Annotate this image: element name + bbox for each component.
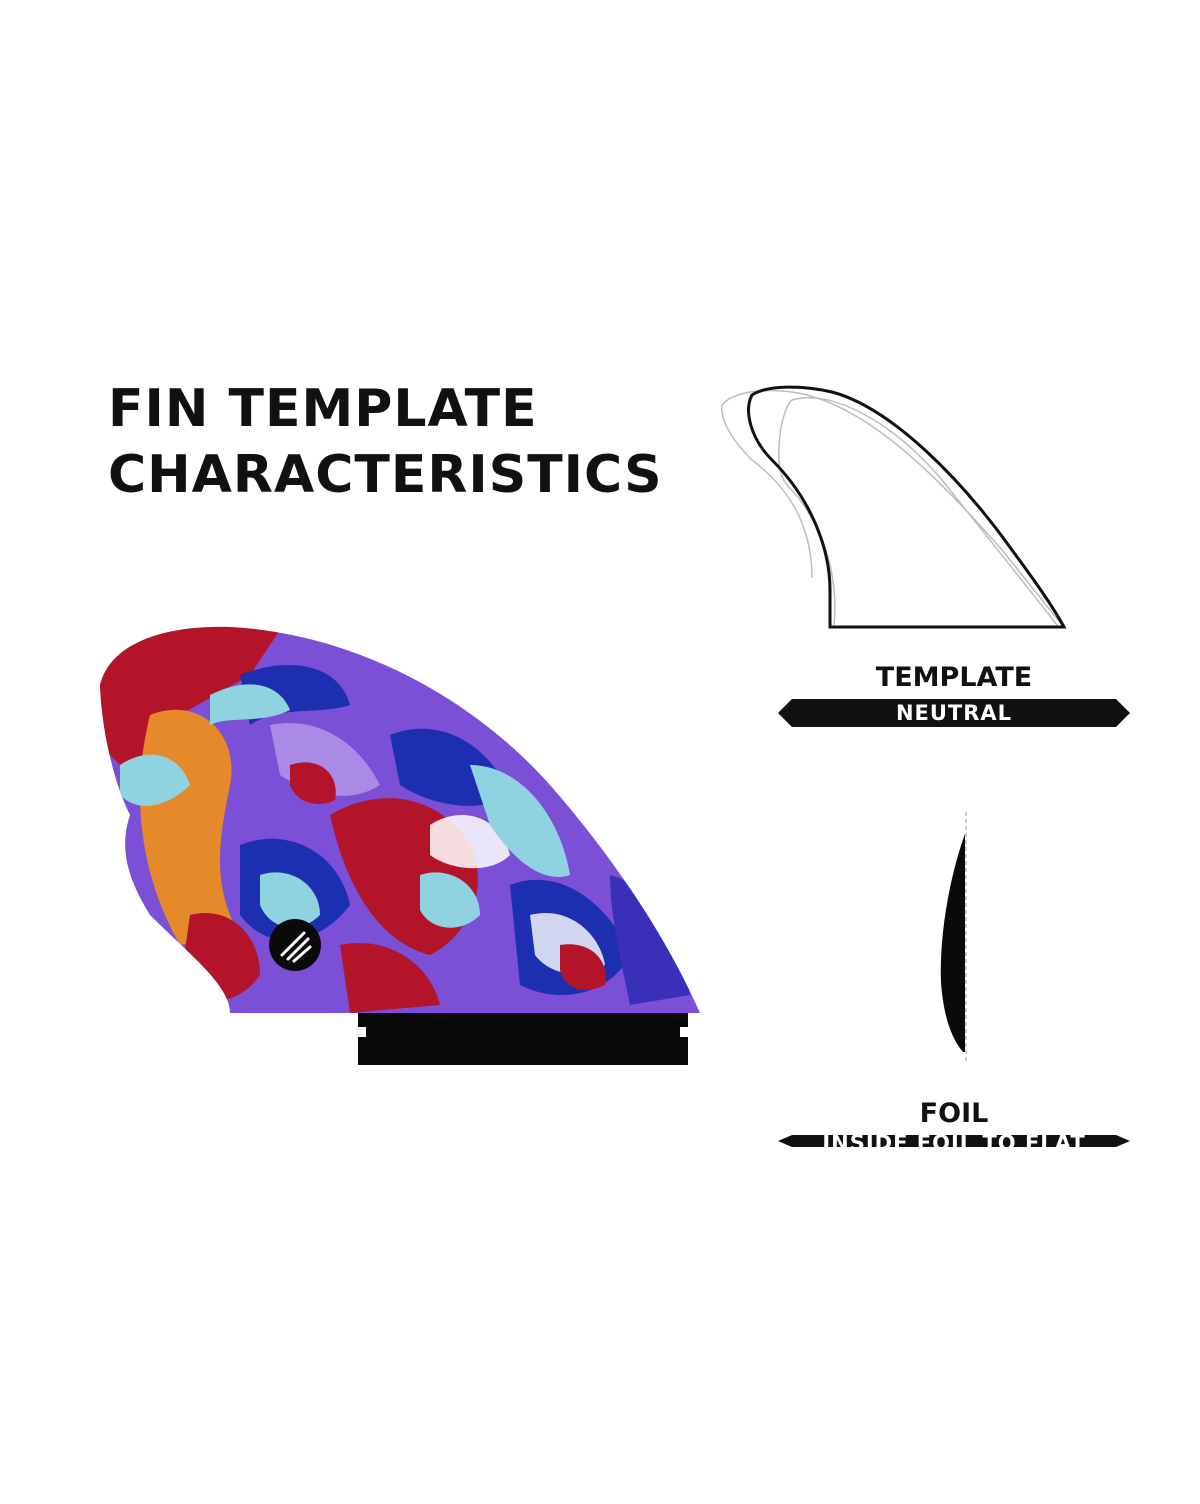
foil-value-badge: INSIDE FOIL TO FLAT bbox=[778, 1135, 1130, 1147]
firewire-logo-icon bbox=[269, 919, 321, 971]
template-value: NEUTRAL bbox=[895, 701, 1013, 725]
fin-template-outline-icon bbox=[721, 385, 1067, 629]
heading-line-1: FIN TEMPLATE bbox=[108, 379, 538, 439]
foil-title: FOIL bbox=[919, 1098, 989, 1129]
page-heading: FIN TEMPLATE CHARACTERISTICS bbox=[108, 376, 663, 508]
heading-line-2: CHARACTERISTICS bbox=[108, 445, 663, 505]
painted-keel-fin-illustration bbox=[100, 626, 700, 1065]
fin-foil-profile-icon bbox=[940, 812, 967, 1062]
foil-value: INSIDE FOIL TO FLAT bbox=[822, 1135, 1086, 1147]
template-title: TEMPLATE bbox=[875, 662, 1033, 693]
template-value-badge: NEUTRAL bbox=[778, 699, 1130, 727]
